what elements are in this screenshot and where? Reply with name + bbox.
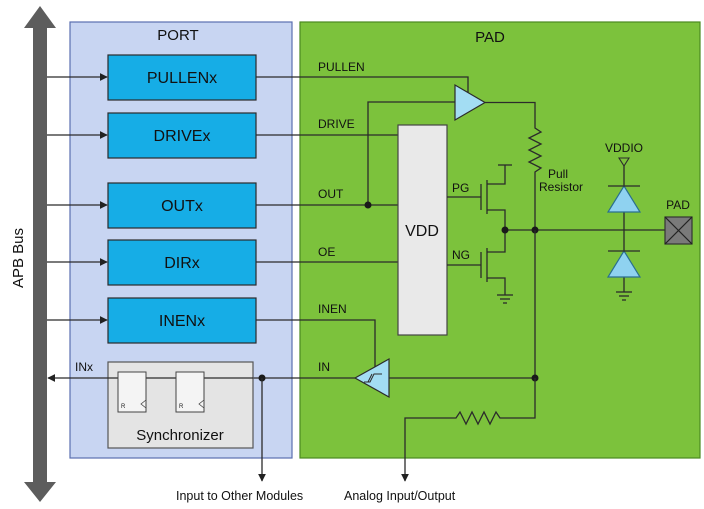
port-title: PORT xyxy=(157,27,198,44)
nmos-ground-icon xyxy=(497,294,513,304)
register-drivex: DRIVEx xyxy=(107,112,257,159)
nmos-transistor xyxy=(480,230,506,295)
flipflop-2-icon: R xyxy=(175,371,205,413)
signal-label-out: OUT xyxy=(318,187,344,201)
pad-title: PAD xyxy=(475,29,505,46)
register-label: PULLENx xyxy=(147,70,217,87)
pad-block xyxy=(299,21,701,459)
signal-label-pullen: PULLEN xyxy=(318,60,365,74)
inen-wire xyxy=(256,319,376,367)
register-label: DIRx xyxy=(164,255,200,272)
pull-resistor-label-line1: Pull xyxy=(548,167,568,181)
register-label: OUTx xyxy=(161,198,203,215)
bus-write-arrows xyxy=(47,73,108,324)
pull-resistor-label-line2: Resistor xyxy=(539,180,583,194)
pull-resistor-wire xyxy=(485,101,543,230)
vdd-label: VDD xyxy=(405,223,439,240)
register-dirx: DIRx xyxy=(107,239,257,286)
driver-junction-dot xyxy=(501,226,509,234)
pullen-wire xyxy=(256,76,469,93)
pg-label: PG xyxy=(452,181,469,195)
upper-diode-icon xyxy=(606,184,642,213)
lower-diode-icon xyxy=(606,249,642,278)
pad-pin-icon xyxy=(664,216,693,245)
apb-bus-label: APB Bus xyxy=(10,228,27,288)
analog-resistor-wire xyxy=(401,378,536,482)
pull-buffer xyxy=(454,83,487,122)
register-box xyxy=(107,112,257,159)
diode-ground-icon xyxy=(616,291,632,301)
vddio-label: VDDIO xyxy=(605,141,643,155)
inx-label: INx xyxy=(75,360,93,374)
vdd-block xyxy=(397,124,448,336)
pull-input-wire xyxy=(367,101,455,205)
analog-caption: Analog Input/Output xyxy=(344,489,456,503)
register-box xyxy=(107,54,257,101)
ng-label: NG xyxy=(452,248,470,262)
pmos-transistor xyxy=(480,164,512,230)
out-junction-dot xyxy=(364,201,372,209)
signal-label-inen: INEN xyxy=(318,302,347,316)
to-modules-caption: Input to Other Modules xyxy=(176,489,303,503)
register-box xyxy=(107,239,257,286)
register-label: INENx xyxy=(159,313,205,330)
vddio-supply-icon xyxy=(618,157,630,168)
apb-bus-arrow xyxy=(24,6,56,502)
flipflop-reset-label: R xyxy=(179,404,184,410)
pad-pin-label: PAD xyxy=(666,198,690,212)
signal-label-drive: DRIVE xyxy=(318,117,355,131)
synchronizer-label: Synchronizer xyxy=(136,427,224,444)
register-outx: OUTx xyxy=(107,182,257,229)
flipflop-1-icon: R xyxy=(117,371,147,413)
register-inenx: INENx xyxy=(107,297,257,344)
register-label: DRIVEx xyxy=(154,128,211,145)
register-pullenx: PULLENx xyxy=(107,54,257,101)
register-box xyxy=(107,297,257,344)
signal-label-oe: OE xyxy=(318,245,335,259)
flipflop-reset-label: R xyxy=(121,404,126,410)
signal-label-in: IN xyxy=(318,360,330,374)
hysteresis-icon xyxy=(364,373,382,383)
